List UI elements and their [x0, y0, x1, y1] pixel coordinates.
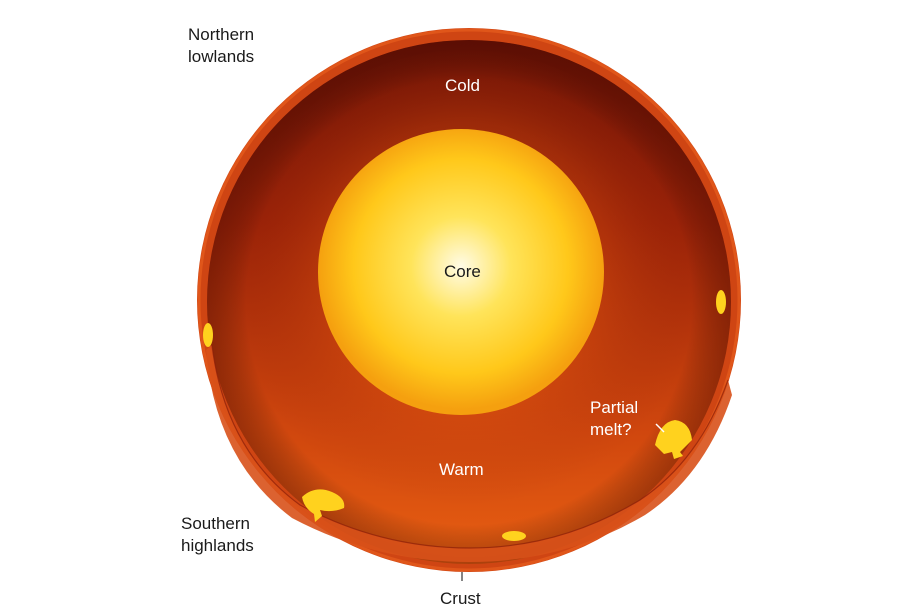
label-cold: Cold	[445, 76, 480, 95]
crust-mantle-boundary	[211, 344, 729, 549]
melt-pocket-left	[203, 323, 213, 347]
label-crust: Crust	[440, 589, 481, 608]
melt-pocket-partial-melt	[655, 420, 692, 459]
core	[318, 129, 604, 415]
melt-pocket-right-upper	[716, 290, 726, 314]
melt-pocket-south	[502, 531, 526, 541]
label-core: Core	[444, 262, 481, 281]
melt-pockets	[203, 290, 726, 541]
label-northern-lowlands: Northern lowlands	[188, 25, 255, 66]
crust-rim	[197, 28, 741, 572]
label-partial-melt: Partial melt?	[590, 398, 639, 439]
label-southern-highlands: Southern highlands	[181, 514, 254, 555]
melt-pocket-southwest	[302, 489, 345, 522]
partial-melt-pointer	[655, 423, 665, 433]
label-warm: Warm	[439, 460, 484, 479]
